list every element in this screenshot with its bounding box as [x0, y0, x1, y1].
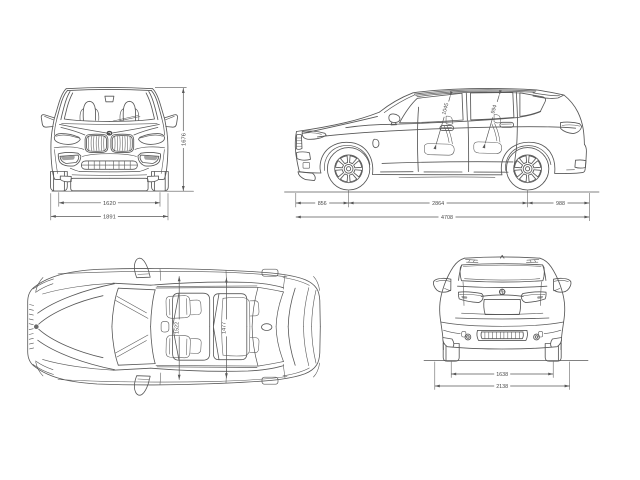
svg-text:994: 994	[490, 104, 498, 114]
svg-text:4708: 4708	[441, 215, 453, 221]
svg-text:2864: 2864	[432, 201, 444, 207]
svg-text:1676: 1676	[181, 133, 187, 146]
svg-text:1891: 1891	[103, 215, 116, 221]
svg-text:1045: 1045	[441, 102, 450, 115]
svg-text:988: 988	[556, 201, 565, 207]
svg-text:1477: 1477	[222, 322, 228, 334]
svg-text:856: 856	[318, 201, 327, 207]
svg-text:1620: 1620	[103, 201, 116, 207]
svg-text:1638: 1638	[496, 372, 508, 378]
svg-text:2138: 2138	[496, 384, 508, 390]
svg-text:1522: 1522	[174, 322, 180, 334]
